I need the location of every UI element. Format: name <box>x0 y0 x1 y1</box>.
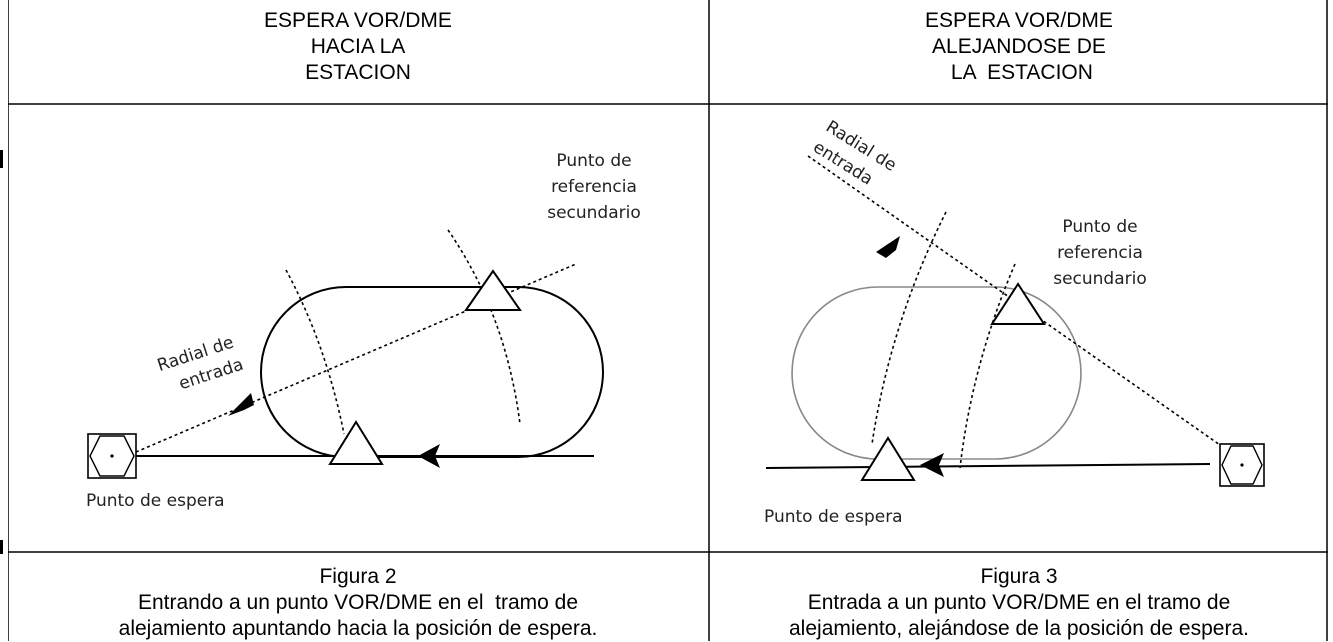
holding-fix-triangle <box>860 436 916 481</box>
secondary-fix-label: Punto de <box>1062 217 1137 237</box>
header-line: ESTACION <box>305 61 411 84</box>
dme-arc-outer <box>447 229 521 425</box>
caption-line: Entrada a un punto VOR/DME en el tramo d… <box>807 591 1231 614</box>
secondary-fix-label: secundario <box>1053 269 1147 289</box>
secondary-fix-label: referencia <box>551 177 637 197</box>
holding-fix-label: Punto de espera <box>86 491 225 511</box>
dme-arc-outer <box>959 263 1016 469</box>
vor-dme-station-icon <box>87 433 137 479</box>
secondary-fix-label: Punto de <box>556 151 631 171</box>
inbound-radial-line <box>807 155 1231 453</box>
caption-line: Entrando a un punto VOR/DME en el tramo … <box>137 591 579 614</box>
dme-arc-inner <box>871 211 947 445</box>
figure-2-header: ESPERA VOR/DME HACIA LA ESTACION <box>8 8 708 86</box>
edge-mark-top <box>0 150 3 168</box>
inbound-course-line <box>765 463 1211 469</box>
figure-3-header: ESPERA VOR/DME ALEJANDOSE DE LA ESTACION <box>710 8 1328 86</box>
course-arrow <box>418 444 440 468</box>
secondary-fix-label: secundario <box>547 203 641 223</box>
header-line: ESPERA VOR/DME <box>925 9 1113 32</box>
holding-fix-label: Punto de espera <box>764 507 903 527</box>
edge-mark-bottom <box>0 540 3 554</box>
figure-2-diagram: Punto de referencia secundario Radial de… <box>86 151 641 511</box>
dme-arc-inner <box>285 269 345 435</box>
inbound-arrow <box>228 393 254 416</box>
inbound-arrow <box>876 236 900 258</box>
header-line: ESPERA VOR/DME <box>264 9 452 32</box>
figure-3-caption: Figura 3 Entrada a un punto VOR/DME en e… <box>710 564 1328 642</box>
caption-line: Figura 3 <box>980 565 1058 588</box>
secondary-fix-triangle <box>464 269 522 311</box>
holding-fix-triangle <box>328 420 384 465</box>
secondary-fix-label: referencia <box>1057 243 1143 263</box>
figure-3-diagram: Punto de referencia secundario Radial de… <box>764 117 1265 527</box>
vor-dme-station-icon <box>1219 443 1265 487</box>
header-line: ALEJANDOSE DE <box>932 35 1106 58</box>
course-arrow <box>920 453 944 477</box>
figure-table: ESPERA VOR/DME HACIA LA ESTACION ESPERA … <box>8 0 1328 641</box>
holding-pattern <box>260 286 604 458</box>
table-grid <box>8 0 1328 641</box>
caption-line: alejamiento apuntando hacia la posición … <box>118 617 598 640</box>
header-line: LA ESTACION <box>945 61 1093 84</box>
caption-line: Figura 2 <box>319 565 397 588</box>
figure-2-caption: Figura 2 Entrando a un punto VOR/DME en … <box>8 564 708 642</box>
header-line: HACIA LA <box>310 35 406 58</box>
secondary-fix-triangle <box>990 282 1046 325</box>
caption-line: alejamiento, alejándose de la posición d… <box>789 617 1249 640</box>
